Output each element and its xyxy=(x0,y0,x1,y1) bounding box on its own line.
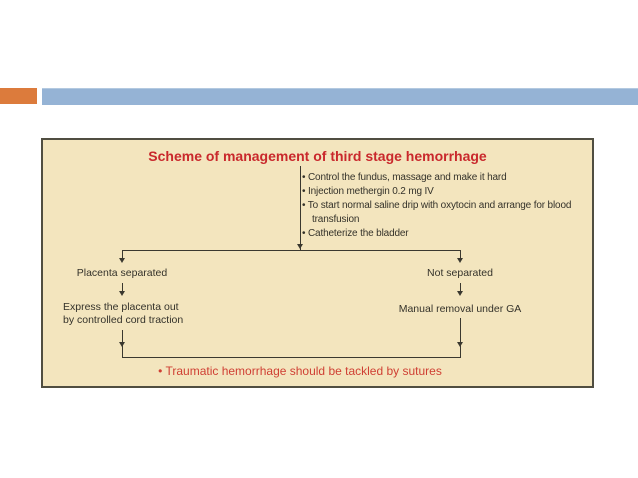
right-branch-action: Manual removal under GA xyxy=(398,303,522,315)
list-item: • Catheterize the bladder xyxy=(302,228,409,239)
connector-right-drop xyxy=(460,250,461,259)
arrowhead-left-icon xyxy=(119,258,125,263)
arrowhead-center-icon xyxy=(297,244,303,249)
left-branch-label: Placenta separated xyxy=(76,267,168,279)
connector-center-stem xyxy=(300,166,301,250)
connector-bottom-horizontal xyxy=(122,357,461,358)
list-item: • To start normal saline drip with oxyto… xyxy=(302,200,572,225)
initial-measures-list: • Control the fundus, massage and make i… xyxy=(302,171,594,241)
accent-bar-orange xyxy=(0,88,37,104)
footnote-traumatic-hemorrhage: • Traumatic hemorrhage should be tackled… xyxy=(158,364,442,378)
diagram-title: Scheme of management of third stage hemo… xyxy=(148,148,487,164)
management-scheme-flowchart: Scheme of management of third stage hemo… xyxy=(41,138,594,388)
connector-right-2 xyxy=(460,283,461,292)
arrowhead-right-icon xyxy=(457,258,463,263)
connector-right-3 xyxy=(460,318,461,357)
arrowhead-right-3-icon xyxy=(457,342,463,347)
list-item: • Injection methergin 0.2 mg IV xyxy=(302,186,434,197)
arrowhead-left-3-icon xyxy=(119,342,125,347)
right-branch-label: Not separated xyxy=(427,267,493,279)
connector-left-2 xyxy=(122,283,123,292)
arrowhead-right-2-icon xyxy=(457,291,463,296)
left-branch-action: Express the placenta out by controlled c… xyxy=(63,301,184,326)
connector-branch-horizontal xyxy=(122,250,461,251)
list-item: • Control the fundus, massage and make i… xyxy=(302,172,507,183)
accent-bar-blue xyxy=(42,88,638,105)
arrowhead-left-2-icon xyxy=(119,291,125,296)
connector-left-drop xyxy=(122,250,123,259)
